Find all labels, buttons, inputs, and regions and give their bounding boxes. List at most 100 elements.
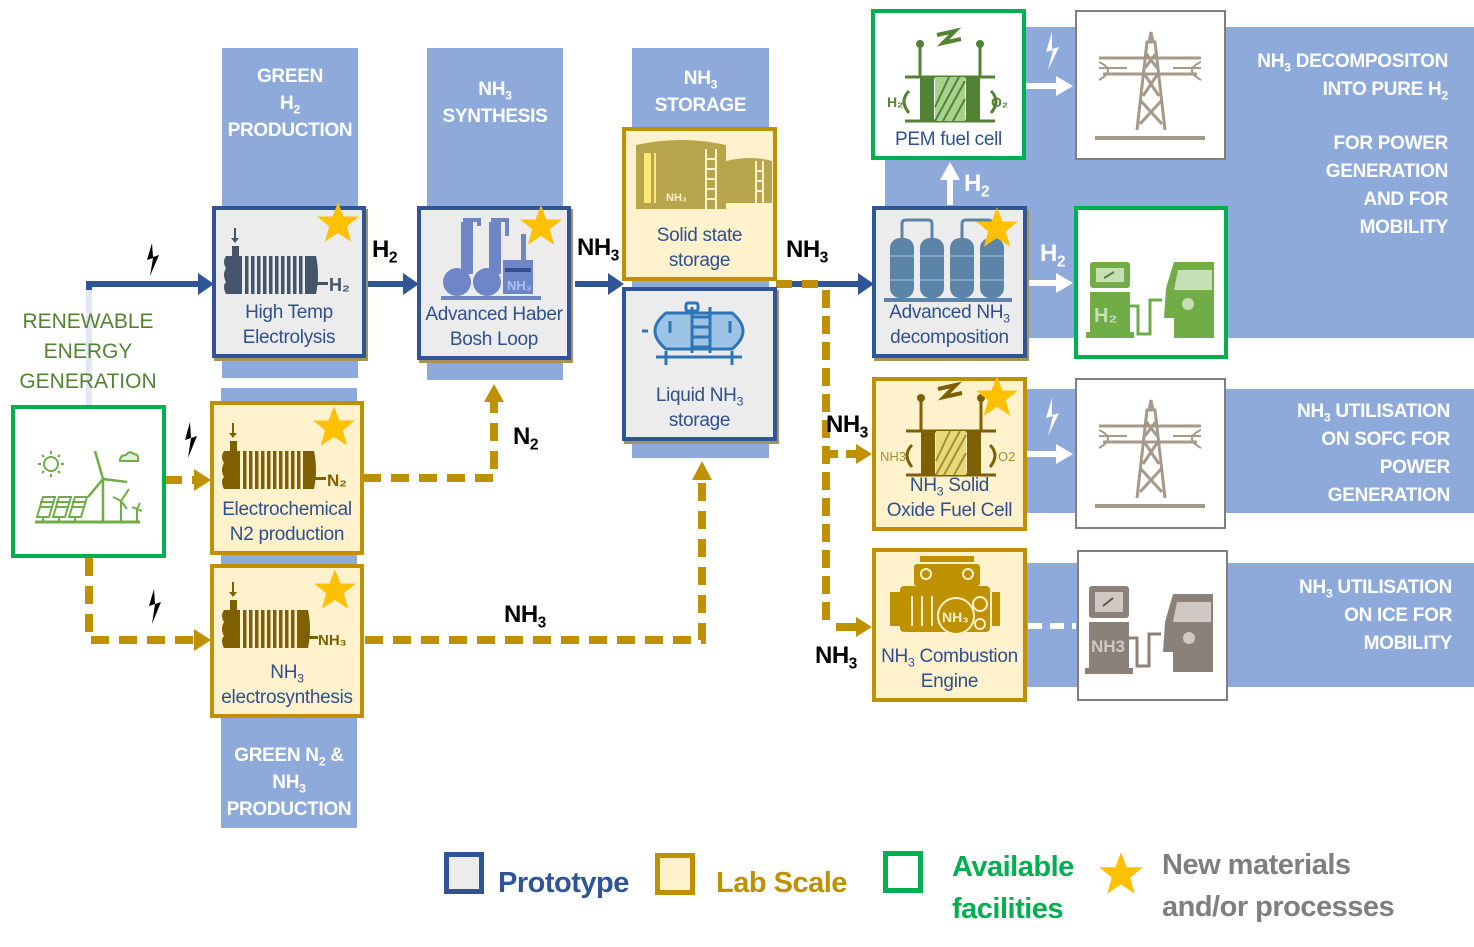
- title-line: GENERATION: [1327, 485, 1451, 506]
- icon-tag: NH₃: [666, 192, 687, 204]
- h2-refuel-station-icon: H₂: [1086, 262, 1214, 338]
- renewable-energy-label: RENEWABLE ENERGY GENERATION: [10, 307, 166, 397]
- node-h2-refuelling[interactable]: H₂: [1074, 206, 1228, 359]
- title-line: NH3 UTILISATION: [1250, 398, 1450, 426]
- row-title-ice: NH3 UTILISATION ON ICE FOR MOBILITY: [1250, 574, 1452, 658]
- label-line: Bosh Loop: [449, 329, 539, 350]
- title-line: GREEN N2 &: [221, 742, 357, 769]
- flow-label-h2-pem: H2: [964, 170, 990, 201]
- icon-tag: NH3: [880, 449, 906, 464]
- title-text: NH: [683, 68, 711, 89]
- node-high-temp-electrolysis[interactable]: H₂ High Temp Electrolysis: [212, 206, 366, 358]
- flow-label-nh3-synthesis: NH3: [577, 234, 620, 265]
- flow-storage-to-utilisation: [822, 290, 872, 637]
- title-text: INTO PURE H: [1322, 79, 1442, 100]
- label-line: Engine: [920, 671, 979, 692]
- flow-subscript: 3: [859, 424, 869, 442]
- column-title-green-h2: GREEN H2 PRODUCTION: [222, 63, 358, 144]
- flow-text: NH: [826, 411, 860, 438]
- flow-label-nh3-electro: NH3: [504, 601, 546, 631]
- label-line: Oxide Fuel Cell: [886, 500, 1013, 521]
- title-subscript: 3: [1323, 410, 1331, 425]
- electrolyser-icon: NH₃: [222, 582, 347, 649]
- flow-text: H: [372, 236, 389, 263]
- power-pylon-icon: [1095, 31, 1205, 140]
- icon-tag: O₂: [991, 94, 1008, 110]
- renewable-energy-node[interactable]: [11, 405, 166, 558]
- label-line: RENEWABLE: [22, 310, 154, 333]
- title-subscript: 3: [1325, 586, 1333, 601]
- title-line: NH3 UTILISATION: [1250, 574, 1452, 602]
- flow-label-nh3-engine: NH3: [815, 642, 857, 672]
- label-line: Advanced Haber: [425, 304, 563, 325]
- node-nh3-decomposition[interactable]: Advanced NH3 decomposition: [872, 206, 1027, 358]
- title-text: UTILISATION: [1332, 577, 1452, 598]
- storage-tanks-icon: NH₃: [636, 140, 772, 209]
- title-subscript: 3: [710, 77, 718, 92]
- flow-subscript: 3: [610, 247, 620, 265]
- node-nh3-sofc[interactable]: NH3 O2 NH3 Solid Oxide Fuel Cell: [872, 377, 1027, 531]
- node-nh3-refuelling[interactable]: NH3: [1077, 550, 1228, 701]
- title-line: POWER: [1379, 457, 1451, 478]
- flow-subscript: 2: [529, 436, 539, 454]
- title-line: PRODUCTION: [226, 799, 352, 820]
- electrolyser-icon: H₂: [224, 228, 350, 295]
- legend-new-star-icon: [1099, 852, 1143, 894]
- icon-tag: NH₃: [942, 609, 969, 625]
- flow-text: H: [1040, 240, 1057, 267]
- label-text: NH: [909, 475, 937, 496]
- title-line: MOBILITY: [1359, 217, 1449, 238]
- node-label: NH3 electrosynthesis: [221, 660, 353, 710]
- power-pylon-icon: [1095, 399, 1205, 508]
- label-text: Advanced NH: [889, 302, 1004, 323]
- title-text: NH: [1297, 401, 1324, 422]
- flow-n2-to-synthesis: [363, 384, 504, 482]
- node-label: NH3 Combustion Engine: [881, 644, 1018, 694]
- label-line: Electrochemical: [222, 499, 352, 520]
- flow-nh3-to-storage: [575, 273, 624, 295]
- new-materials-star-icon: [313, 406, 355, 446]
- flow-text: NH: [815, 642, 849, 669]
- title-line: ON SOFC FOR: [1321, 429, 1450, 450]
- node-power-grid-1[interactable]: [1075, 10, 1226, 160]
- flow-renewable-to-electrosynthesis: [85, 558, 211, 651]
- title-subscript: 2: [1441, 88, 1448, 103]
- lightning-icon: [147, 243, 159, 276]
- flow-label-h2-refuel: H2: [1040, 240, 1066, 270]
- title-line: ON ICE FOR: [1344, 605, 1452, 626]
- flow-subscript: 2: [980, 183, 990, 201]
- legend-lab-scale-swatch: [655, 853, 695, 895]
- legend-available-swatch: [883, 851, 923, 893]
- label-line: electrosynthesis: [221, 687, 353, 708]
- flow-text: H: [964, 170, 981, 197]
- icon-tag: NH₃: [507, 278, 532, 293]
- node-power-grid-2[interactable]: [1075, 378, 1226, 529]
- node-solid-state-storage[interactable]: NH₃ Solid state storage: [622, 127, 777, 281]
- node-label: Solid state storage: [656, 223, 743, 273]
- title-text: GREEN N: [234, 745, 319, 766]
- nh3-refuel-station-icon: NH3: [1085, 586, 1213, 674]
- icon-tag: N₂: [327, 471, 347, 490]
- title-line: NH3: [221, 769, 357, 796]
- node-electrochemical-n2[interactable]: N₂ Electrochemical N2 production: [210, 401, 364, 555]
- legend-available-label: Available facilities: [952, 846, 1074, 930]
- node-liquid-nh3-storage[interactable]: Liquid NH3 storage: [622, 287, 777, 441]
- title-subscript: 3: [299, 781, 306, 796]
- title-line: PRODUCTION: [227, 120, 353, 141]
- label-text: Liquid NH: [655, 385, 737, 406]
- label-text: NH: [881, 646, 908, 667]
- legend-line: and/or processes: [1162, 891, 1395, 923]
- liquid-tank-icon: [642, 301, 745, 365]
- legend-prototype-label: Prototype: [498, 867, 629, 899]
- node-label: Electrochemical N2 production: [222, 497, 352, 547]
- node-nh3-combustion-engine[interactable]: NH₃ NH3 Combustion Engine: [872, 548, 1027, 702]
- label-line: Liquid NH3: [655, 383, 744, 408]
- flow-text: NH: [504, 601, 538, 628]
- label-line: Electrolysis: [242, 327, 336, 348]
- legend-line: Available: [952, 851, 1074, 883]
- node-pem-fuel-cell[interactable]: H₂ O₂ PEM fuel cell: [871, 9, 1026, 160]
- reactor-columns-icon: [884, 218, 1012, 302]
- title-text: H: [280, 93, 294, 114]
- label-line: Solid state: [656, 225, 743, 246]
- node-label: PEM fuel cell: [895, 127, 1002, 152]
